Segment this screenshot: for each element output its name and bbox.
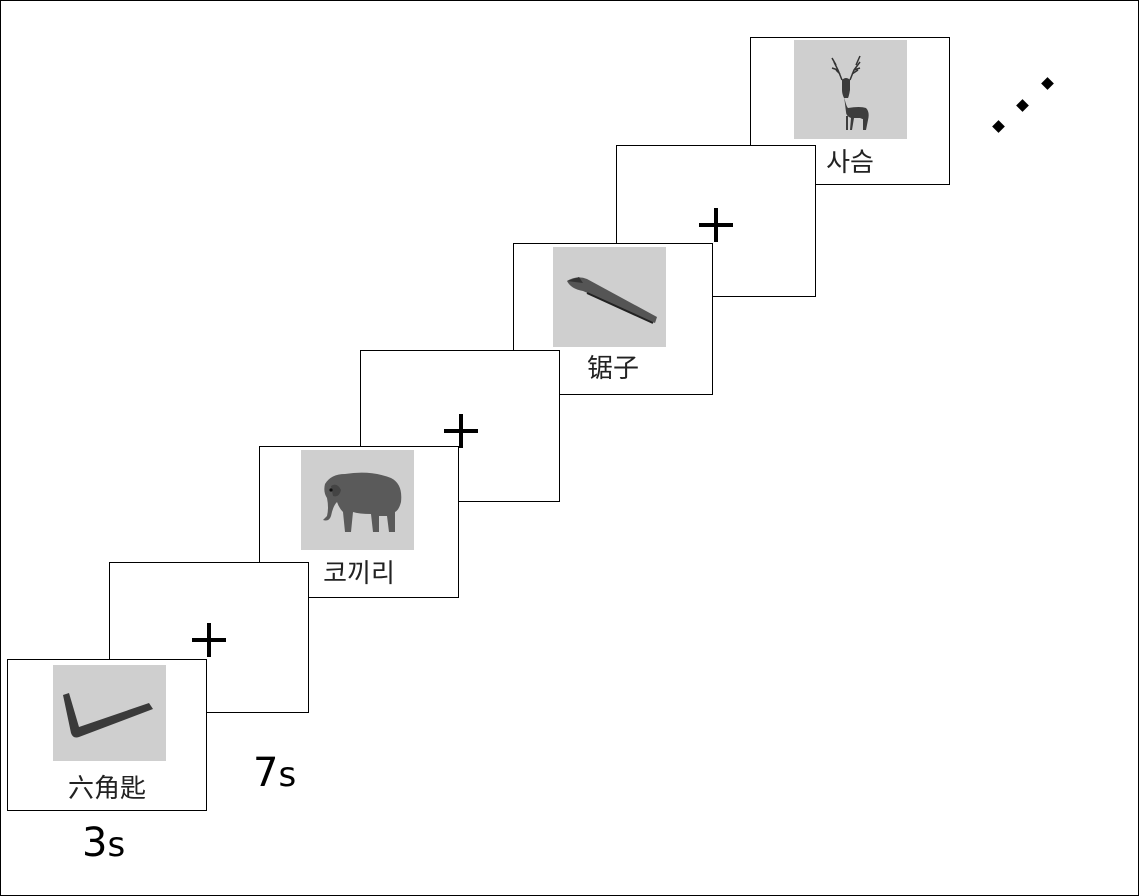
stimulus-word: 코끼리	[323, 559, 395, 589]
fixation-cross	[444, 414, 478, 448]
fixation-cross	[192, 623, 226, 657]
saw-picture	[553, 247, 666, 347]
stimulus-word: 锯子	[586, 354, 639, 384]
hex-key-icon	[53, 665, 166, 761]
stimulus-duration-label: 3s	[82, 820, 125, 866]
fixation-duration-label: 7s	[253, 750, 296, 796]
saw-icon	[553, 247, 666, 347]
duration-value: 3	[82, 820, 108, 866]
elephant-icon	[301, 450, 414, 550]
hex-key-picture	[53, 665, 166, 761]
stimulus-word: 六角匙	[67, 774, 146, 804]
deer-picture	[794, 40, 907, 139]
duration-value: 7	[253, 750, 279, 796]
stimulus-card-hex-key: 六角匙	[7, 659, 207, 811]
deer-icon	[794, 40, 907, 139]
duration-unit: s	[107, 825, 126, 865]
fixation-cross	[699, 208, 733, 242]
elephant-picture	[301, 450, 414, 550]
stimulus-card-saw: 锯子	[513, 243, 713, 395]
stimulus-word: 사슴	[826, 148, 874, 178]
duration-unit: s	[278, 755, 297, 795]
